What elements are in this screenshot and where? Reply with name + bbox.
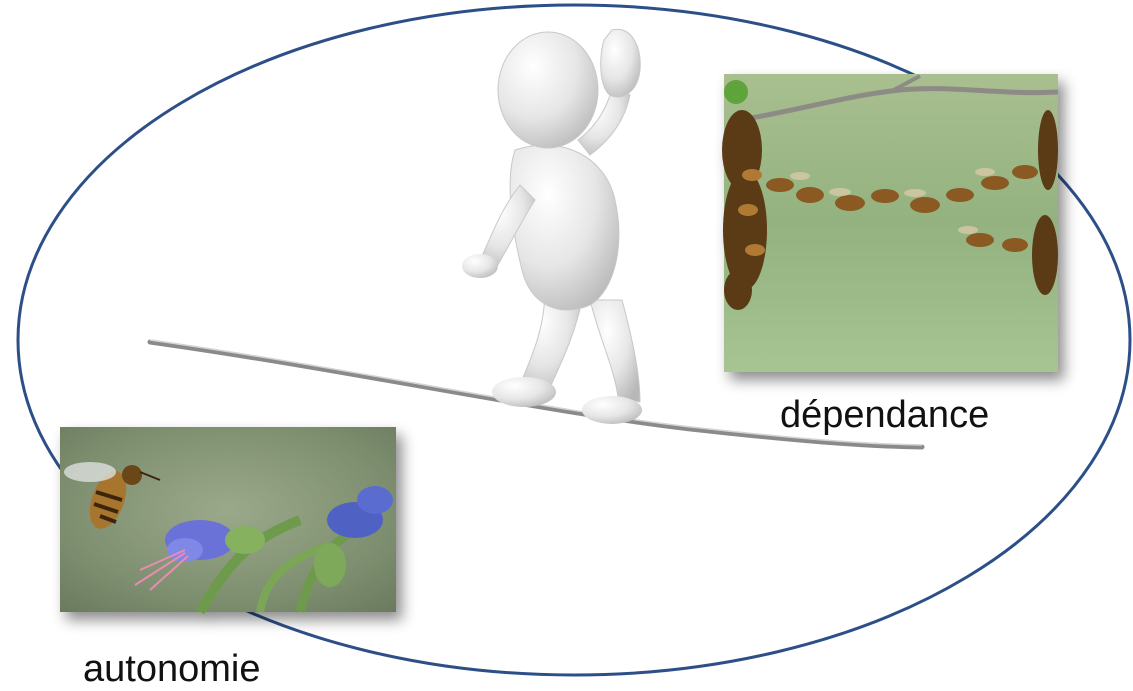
tightrope bbox=[147, 339, 925, 450]
bee-chain-photo bbox=[722, 74, 1059, 372]
caption-autonomie: autonomie bbox=[83, 648, 261, 690]
caption-dependance: dépendance bbox=[780, 394, 990, 436]
enclosing-ellipse bbox=[16, 3, 1132, 677]
tightrope-walker-figure bbox=[462, 28, 642, 424]
bee-on-flower-photo bbox=[60, 427, 396, 615]
